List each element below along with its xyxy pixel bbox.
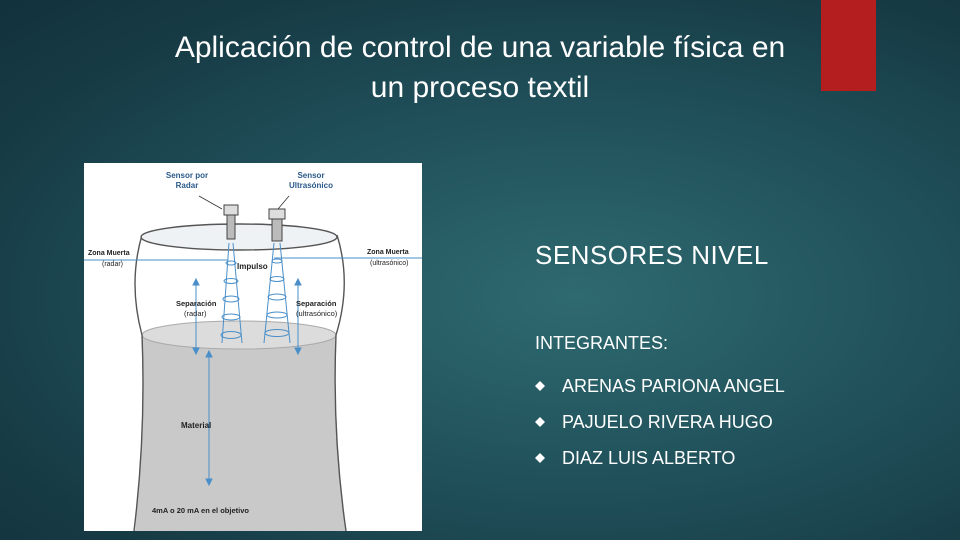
- ultrasonic-sensor-icon: [268, 208, 286, 242]
- member-item: ARENAS PARIONA ANGEL: [535, 368, 785, 404]
- ultrasonic-pulse-cone: [263, 242, 291, 344]
- material-surface: [141, 320, 337, 350]
- diamond-bullet-icon: [535, 381, 545, 391]
- radar-pulse-cone: [220, 242, 243, 344]
- tank-right-wall: [334, 234, 347, 531]
- dead-zone-ultrasonic-label: Zona Muerta(ultrasónico): [367, 249, 409, 267]
- separation-ultrasonic-label: Separación(ultrasónico): [296, 299, 338, 318]
- diamond-bullet-icon: [535, 417, 545, 427]
- pulse-label: Impulso: [237, 262, 268, 271]
- member-name: ARENAS PARIONA ANGEL: [562, 375, 785, 396]
- subtitle-sensores-nivel: SENSORES NIVEL: [535, 240, 769, 270]
- slide-title: Aplicación de control de una variable fí…: [60, 28, 900, 108]
- diamond-bullet-icon: [535, 453, 545, 463]
- accent-bar: [821, 0, 876, 91]
- bottom-note-label: 4mA o 20 mA en el objetivo: [152, 506, 249, 515]
- member-name: PAJUELO RIVERA HUGO: [562, 411, 773, 432]
- separation-radar-label: Separación(radar): [176, 299, 217, 318]
- members-list: ARENAS PARIONA ANGEL PAJUELO RIVERA HUGO…: [535, 368, 785, 476]
- member-item: DIAZ LUIS ALBERTO: [535, 440, 785, 476]
- material-fill: [135, 335, 346, 531]
- radar-sensor-icon: [223, 204, 239, 240]
- title-line-1: Aplicación de control de una variable fí…: [174, 31, 786, 64]
- member-item: PAJUELO RIVERA HUGO: [535, 404, 785, 440]
- members-heading: INTEGRANTES:: [535, 333, 669, 353]
- material-label: Material: [181, 421, 211, 430]
- tank-left-wall: [133, 234, 144, 531]
- dead-zone-radar-label: Zona Muerta(radar): [88, 250, 130, 268]
- title-line-2: un proceso textil: [370, 71, 590, 104]
- tank-top-rim: [140, 223, 338, 251]
- member-name: DIAZ LUIS ALBERTO: [562, 447, 736, 468]
